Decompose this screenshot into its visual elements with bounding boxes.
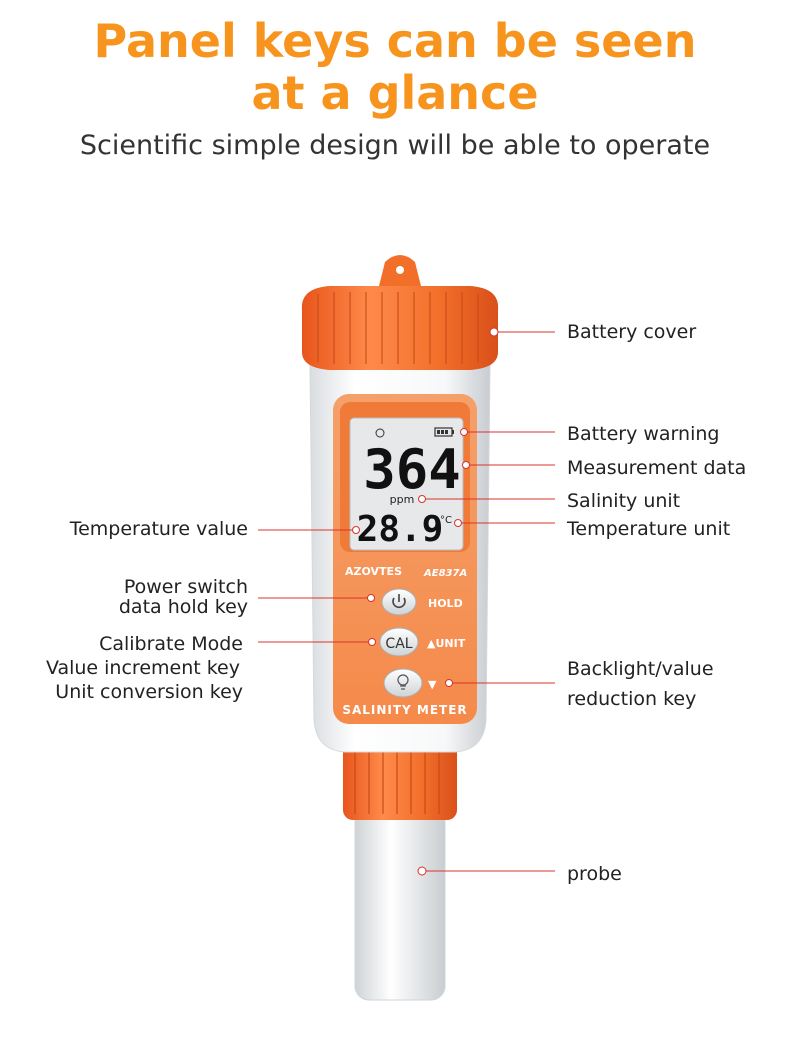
label-power-switch-1: Power switch (123, 576, 248, 598)
battery-cover (301, 286, 499, 370)
product-name: SALINITY METER (342, 703, 467, 717)
dot-battery-cover (489, 327, 499, 337)
probe (354, 799, 446, 1001)
temperature-value: 28.9 (357, 509, 444, 550)
unit-label: ▲UNIT (427, 637, 466, 650)
label-backlight-2: reduction key (567, 688, 697, 710)
dot-temp-value (352, 526, 360, 534)
lower-collar (343, 742, 457, 820)
unit-ppm: ppm (390, 493, 415, 506)
dot-temp-unit (454, 519, 462, 527)
dot-power (367, 594, 375, 602)
lightbulb-icon (397, 674, 409, 690)
cal-text: CAL (385, 636, 412, 652)
cal-button[interactable] (379, 627, 419, 657)
label-battery-cover: Battery cover (567, 321, 697, 343)
label-measurement-data: Measurement data (567, 457, 747, 479)
subtitle: Scientific simple design will be able to… (79, 130, 711, 161)
power-icon (392, 594, 406, 609)
headline-line1: Panel keys can be seen (93, 14, 697, 68)
label-calibrate-3: Unit conversion key (55, 681, 243, 703)
headline-line2: at a glance (251, 66, 539, 120)
dot-cal (368, 638, 376, 646)
dot-backlight (445, 679, 453, 687)
temp-unit: °C (440, 515, 452, 526)
dot-battery-warning (460, 428, 468, 436)
lcd-screen (349, 417, 464, 551)
down-arrow-label: ▼ (428, 678, 437, 691)
dot-salinity-unit (418, 495, 426, 503)
clock-icon (375, 428, 385, 438)
hold-label: HOLD (428, 597, 463, 610)
brand-logo: AZOVTES (345, 565, 402, 578)
label-power-switch-2: data hold key (118, 596, 248, 618)
backlight-button[interactable] (383, 668, 423, 698)
dot-measurement (462, 461, 470, 469)
label-probe: probe (567, 863, 622, 885)
label-salinity-unit: Salinity unit (567, 490, 681, 512)
model-label: AE837A (423, 568, 467, 579)
label-calibrate-1: Calibrate Mode (99, 633, 243, 655)
measurement-value: 364 (363, 438, 461, 501)
label-temperature-unit: Temperature unit (567, 518, 731, 540)
label-calibrate-2: Value increment key (45, 657, 240, 679)
label-temperature-value: Temperature value (69, 518, 248, 540)
label-backlight-1: Backlight/value (567, 658, 714, 680)
label-battery-warning: Battery warning (567, 423, 720, 445)
battery-icon (434, 427, 454, 437)
dot-probe (417, 866, 427, 876)
